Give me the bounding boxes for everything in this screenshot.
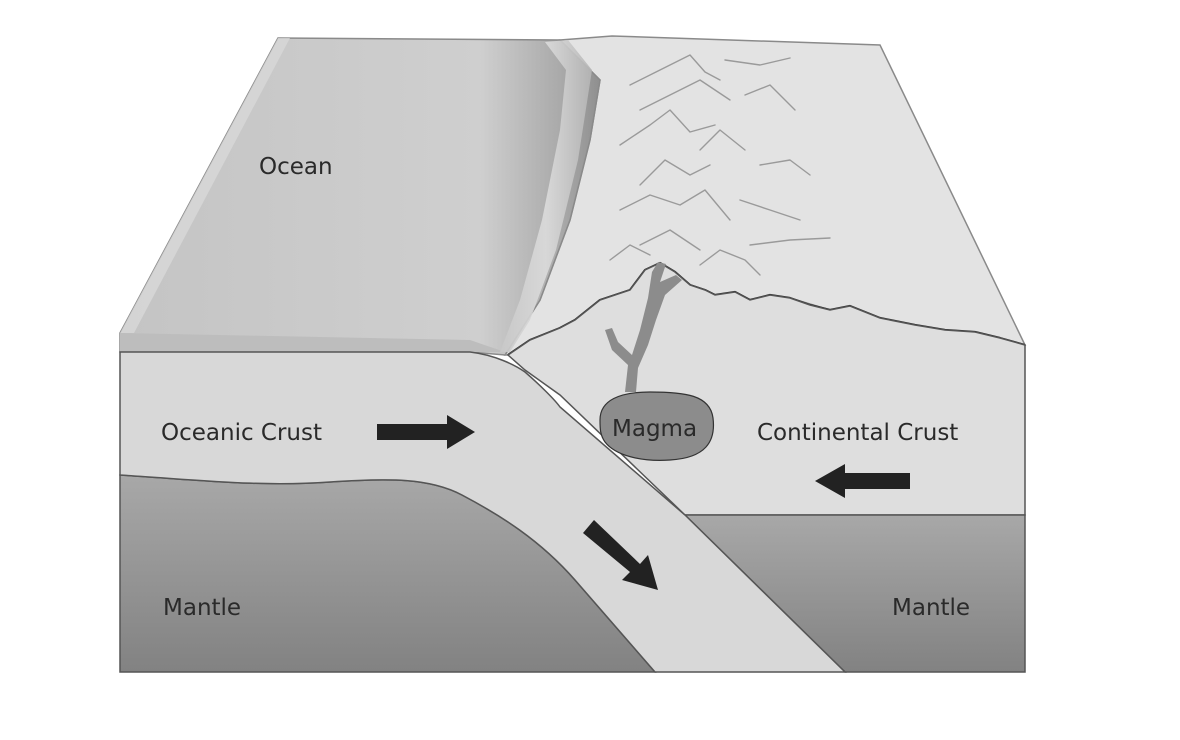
continental-crust-label: Continental Crust bbox=[757, 420, 958, 446]
ocean-label: Ocean bbox=[259, 154, 333, 180]
mantle-right-label: Mantle bbox=[892, 595, 970, 621]
mantle-left-label: Mantle bbox=[163, 595, 241, 621]
oceanic-crust-label: Oceanic Crust bbox=[161, 420, 322, 446]
magma-label: Magma bbox=[612, 416, 697, 442]
